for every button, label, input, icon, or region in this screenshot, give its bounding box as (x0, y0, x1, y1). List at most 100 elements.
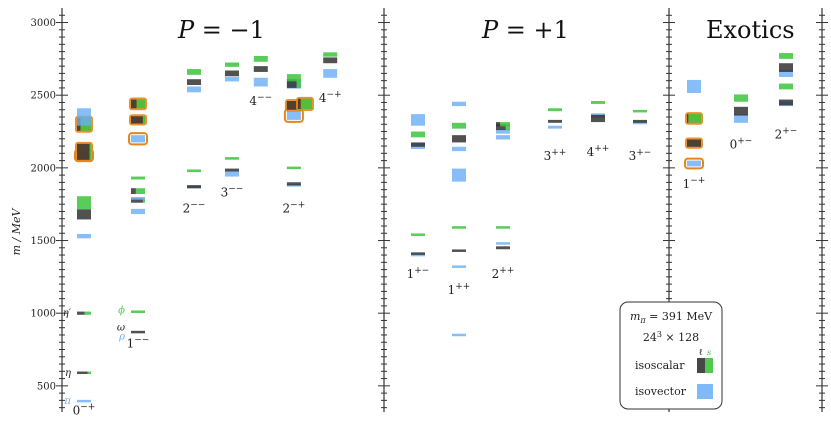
labels: 0−+1−−2−−3−−4−−2−+4−+1+−1++2++3++4++3+−1… (63, 90, 798, 417)
state-isovector (131, 208, 145, 215)
state-isoscalar-light (131, 116, 143, 124)
state-isoscalar-strange (187, 169, 201, 173)
state-isovector (187, 86, 201, 93)
state-isovector (633, 121, 647, 125)
jpc-label: 4−− (249, 93, 272, 108)
jpc-label: 4−+ (319, 90, 342, 105)
state-isoscalar-strange (89, 143, 91, 160)
state-isovector (77, 399, 91, 403)
state-isoscalar-light (225, 70, 239, 77)
state-isoscalar-light (687, 139, 701, 147)
state-isoscalar-strange (300, 98, 312, 109)
legend-flavor-s: s (707, 348, 711, 357)
legend-volume: 243 × 128 (643, 330, 699, 344)
state-isovector (734, 114, 748, 123)
legend-isoscalar-label: isoscalar (635, 359, 685, 372)
state-isoscalar-strange (225, 157, 239, 160)
state-isoscalar-strange (253, 55, 268, 62)
state-isoscalar-light (323, 57, 338, 64)
jpc-label: 1−+ (683, 176, 706, 191)
state-annotation: π (63, 396, 71, 407)
state-isoscalar-strange (505, 124, 510, 131)
state-isoscalar-light (77, 143, 90, 160)
state-isovector (452, 146, 466, 152)
y-tick-label: 500 (37, 381, 56, 392)
state-highlight (128, 132, 148, 146)
y-axis-label: m / MeV (10, 208, 23, 256)
state-isoscalar-strange (225, 62, 239, 67)
state-isoscalar-light (496, 246, 510, 250)
jpc-label: 3−− (221, 185, 244, 200)
state-isovector (253, 77, 268, 87)
state-isovector (452, 168, 466, 182)
state-isovector (131, 196, 145, 200)
state-isoscalar-light (286, 101, 299, 110)
state-isoscalar-light (225, 168, 239, 172)
legend-isovector-label: isovector (635, 385, 687, 398)
state-isovector (411, 114, 425, 126)
jpc-label: 2−+ (283, 201, 306, 216)
state-isovector (496, 135, 510, 140)
jpc-label: 3+− (629, 148, 652, 163)
state-annotation: η (65, 368, 71, 379)
state-isoscalar-light (687, 114, 689, 123)
jpc-label: 2−− (183, 201, 206, 216)
legend-mpi: mπ = 391 MeV (630, 310, 713, 325)
state-isovector (687, 160, 701, 167)
state-isoscalar-light (131, 198, 143, 203)
state-isoscalar-light (298, 98, 301, 109)
state-annotation: η′ (63, 308, 72, 319)
state-isoscalar-light (187, 79, 201, 86)
state-isoscalar-strange (500, 122, 510, 127)
jpc-label: 0−+ (73, 403, 96, 418)
panel-title-exotics: Exotics (706, 16, 795, 44)
state-isoscalar-light (734, 106, 748, 116)
state-isoscalar-light (253, 66, 268, 72)
jpc-label: 2++ (492, 266, 515, 281)
state-isoscalar-strange (296, 79, 301, 88)
state-isovector (452, 101, 466, 107)
legend-box (619, 301, 723, 410)
state-isoscalar-strange (591, 101, 605, 104)
state-isovector (687, 79, 701, 94)
state-isoscalar-strange (87, 371, 91, 375)
state-isoscalar-light (411, 252, 425, 255)
state-isoscalar-light (286, 79, 297, 88)
state-annotation: ρ (118, 331, 125, 342)
legend: mπ = 391 MeV 243 × 128 ℓ s isoscalar iso… (619, 301, 723, 410)
state-isoscalar-light (496, 124, 506, 131)
state-isoscalar-strange (734, 94, 748, 102)
state-isoscalar-strange (136, 99, 145, 109)
state-isovector (77, 108, 91, 126)
panel-title-pminus: P = −1 (177, 16, 265, 44)
state-isovector (411, 253, 425, 257)
state-isoscalar-light (779, 99, 793, 106)
state-isovector (452, 265, 466, 268)
jpc-label: 1−− (127, 336, 150, 351)
state-isoscalar-strange (548, 108, 562, 112)
state-isoscalar-light (411, 142, 425, 147)
state-isoscalar-strange (77, 196, 91, 210)
jpc-label: 0+− (730, 137, 753, 152)
state-isoscalar-light (77, 311, 85, 315)
state-isoscalar-strange (131, 310, 145, 313)
state-isoscalar-strange (135, 188, 145, 195)
state-isoscalar-strange (286, 74, 301, 82)
state-isoscalar-light (187, 185, 201, 189)
state-isoscalar-light (131, 330, 145, 334)
y-tick-label: 1000 (31, 309, 56, 320)
legend-isoscalar-swatch (697, 358, 713, 373)
state-isovector (131, 135, 145, 143)
state-isovector (496, 242, 510, 245)
state-isoscalar-strange (131, 176, 145, 180)
jpc-label: 2+− (775, 126, 798, 141)
jpc-label: 1++ (448, 282, 471, 297)
state-isoscalar-strange (142, 198, 145, 203)
panel-title-pplus: P = +1 (481, 16, 569, 44)
state-isoscalar-strange (411, 233, 425, 236)
state-isoscalar-light (496, 122, 501, 127)
y-tick-label: 1500 (31, 236, 56, 247)
state-isoscalar-light (452, 249, 466, 252)
state-isovector (286, 111, 301, 120)
y-tick-label: 3000 (31, 18, 56, 29)
